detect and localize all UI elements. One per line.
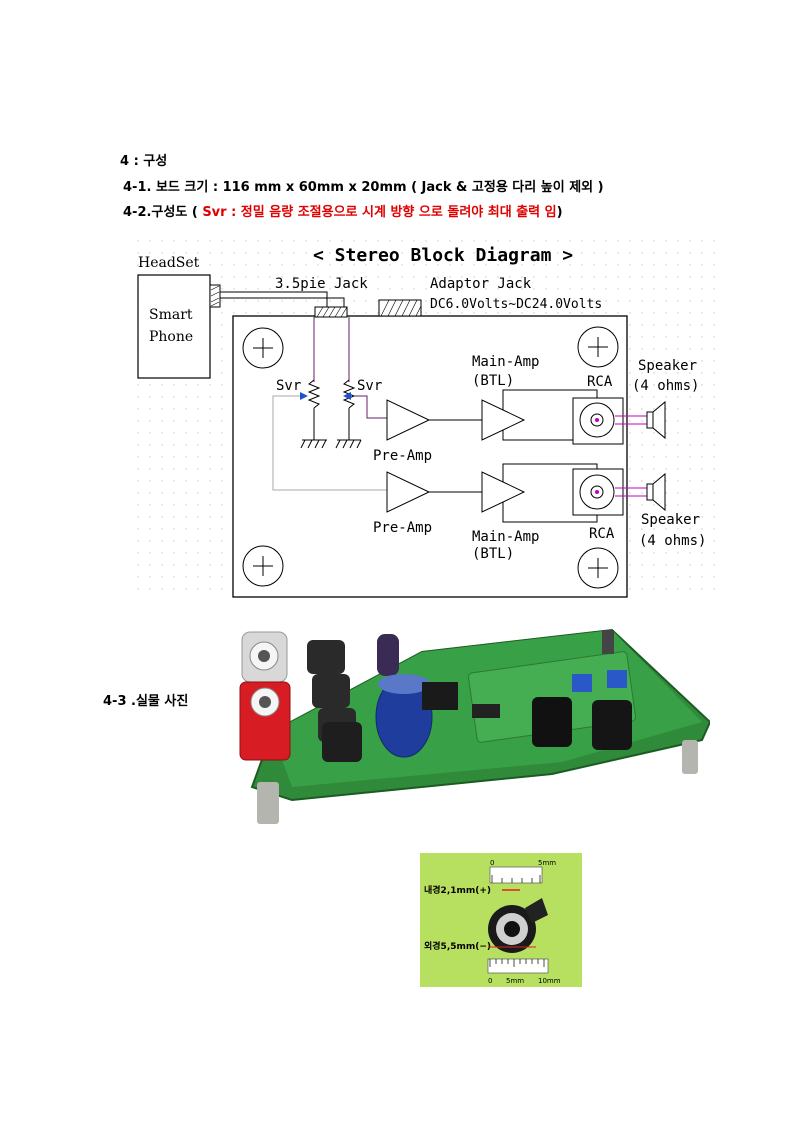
scale-bottom-ten: 10mm xyxy=(538,977,561,985)
potentiometer-icon xyxy=(342,379,356,440)
board-size-heading: 4-1. 보드 크기 : 116 mm x 60mm x 20mm ( Jack… xyxy=(123,180,604,195)
photo-heading: 4-3 .실물 사진 xyxy=(103,694,189,709)
speaker-top-icon xyxy=(646,400,666,440)
scale-bottom-zero: 0 xyxy=(488,977,492,985)
scale-bottom-five: 5mm xyxy=(506,977,524,985)
wiper-line-left xyxy=(272,395,417,491)
btl-top-label: (BTL) xyxy=(472,373,514,389)
section-heading: 4 : 구성 xyxy=(120,154,168,169)
main-amp-top-label: Main-Amp xyxy=(472,354,539,370)
jack-35-label: 3.5pie Jack xyxy=(275,276,368,292)
stereo-block-diagram: < Stereo Block Diagram > HeadSet Smart P… xyxy=(137,240,717,600)
btl-bottom-label: (BTL) xyxy=(472,546,514,562)
smart-phone-label-2: Phone xyxy=(149,329,193,345)
pre-amp-top-label: Pre-Amp xyxy=(373,448,432,464)
headset-label: HeadSet xyxy=(138,255,200,271)
diagram-title: < Stereo Block Diagram > xyxy=(313,245,573,266)
layout-heading: 4-2.구성도 ( Svr : 정밀 음량 조절용으로 시계 방향 으로 돌려야… xyxy=(123,201,563,220)
speaker-bottom-label: Speaker xyxy=(641,512,700,528)
wiper-line-right xyxy=(354,395,387,419)
layout-heading-prefix: 4-2.구성도 ( xyxy=(123,205,203,220)
mounting-hole-icon xyxy=(577,547,619,589)
svr-right-label: Svr xyxy=(357,378,382,394)
speaker-top-label: Speaker xyxy=(638,358,697,374)
speaker-bottom-icon xyxy=(646,472,666,512)
main-amp-bottom-label: Main-Amp xyxy=(472,529,539,545)
mounting-hole-icon xyxy=(242,545,284,587)
audio-cable-2 xyxy=(220,297,345,310)
dc-jack-size-graphic: 0 5mm 내경2,1mm(+) 외경5,5mm(−) 0 5mm 10mm xyxy=(420,853,582,987)
layout-heading-note: Svr : 정밀 음량 조절용으로 시계 방향 으로 돌려야 최대 출력 임 xyxy=(202,205,557,220)
inner-diameter-label: 내경2,1mm(+) xyxy=(424,884,491,896)
smart-phone-label-1: Smart xyxy=(149,307,193,323)
audio-cable-1 xyxy=(220,291,328,310)
jack-35-icon xyxy=(314,306,348,318)
svr-left-label: Svr xyxy=(276,378,301,394)
mounting-hole-icon xyxy=(242,327,284,369)
pre-amp-icon xyxy=(386,471,431,513)
ohms-bottom-label: (4 ohms) xyxy=(639,533,706,549)
scale-top-five: 5mm xyxy=(538,859,556,867)
adaptor-jack-label: Adaptor Jack xyxy=(430,276,532,292)
outer-diameter-label: 외경5,5mm(−) xyxy=(424,940,491,952)
ground-icon xyxy=(300,439,327,449)
adaptor-jack-icon xyxy=(378,299,422,317)
rca-top-label: RCA xyxy=(587,374,613,390)
ground-icon xyxy=(335,439,362,449)
dc-jack-size-photo: 0 5mm 내경2,1mm(+) 외경5,5mm(−) 0 5mm 10mm xyxy=(420,853,582,987)
headset-jack-icon xyxy=(209,284,221,308)
smart-phone-box xyxy=(137,274,211,379)
scale-top-zero: 0 xyxy=(490,859,494,867)
board-photo xyxy=(239,628,710,824)
rca-bottom-label: RCA xyxy=(589,526,615,542)
board-outline xyxy=(232,315,628,598)
pre-amp-icon xyxy=(386,399,431,441)
pre-amp-bottom-label: Pre-Amp xyxy=(373,520,432,536)
ohms-top-label: (4 ohms) xyxy=(632,378,699,394)
layout-heading-suffix: ) xyxy=(556,205,563,220)
mounting-hole-icon xyxy=(577,326,619,368)
potentiometer-icon xyxy=(300,379,321,440)
voltage-label: DC6.0Volts~DC24.0Volts xyxy=(430,297,602,312)
